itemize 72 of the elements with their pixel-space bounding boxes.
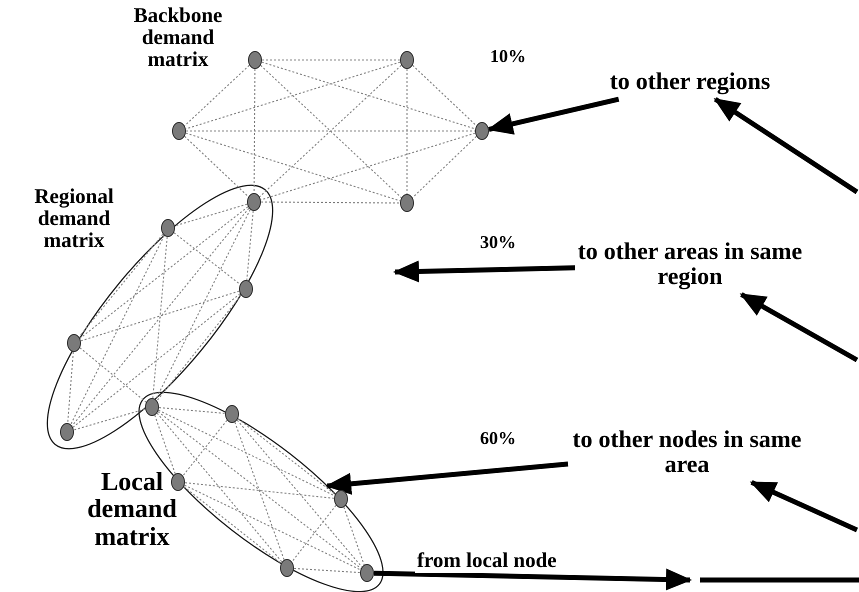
mesh-link — [184, 482, 334, 499]
network-node — [239, 280, 253, 298]
network-node — [280, 559, 294, 577]
mesh-link — [72, 293, 240, 428]
network-node — [247, 193, 261, 211]
mesh-link — [261, 201, 400, 204]
mesh-link — [156, 294, 242, 402]
mesh-link — [234, 422, 285, 560]
mesh-link — [72, 208, 250, 426]
network-node — [161, 219, 175, 237]
network-node — [67, 334, 81, 352]
network-node — [248, 51, 262, 69]
mesh-link — [155, 209, 251, 400]
network-node — [145, 398, 159, 416]
mesh-link — [294, 568, 360, 574]
network-node — [360, 564, 374, 582]
mesh-link — [182, 420, 228, 476]
mesh-link — [186, 130, 475, 132]
mesh-link — [67, 352, 74, 424]
mesh-link — [174, 204, 248, 226]
matrix-label: Regional demand matrix — [33, 185, 115, 252]
matrix-label: Local demand matrix — [86, 468, 178, 550]
mesh-link — [156, 412, 282, 562]
mesh-link — [74, 408, 146, 431]
mesh-link — [246, 210, 254, 280]
mesh-link — [158, 411, 362, 569]
mesh-link — [238, 418, 336, 495]
mesh-link — [412, 64, 477, 126]
mesh-link — [292, 504, 336, 562]
mesh-link — [254, 69, 256, 193]
mesh-link — [406, 69, 408, 194]
mesh-link — [184, 486, 282, 564]
arrow — [486, 96, 620, 135]
mesh-link — [262, 59, 400, 61]
mesh-link — [184, 64, 250, 126]
arrow — [714, 97, 858, 194]
mesh-link — [260, 132, 476, 200]
mesh-link — [80, 290, 240, 342]
mesh-link — [154, 415, 176, 474]
network-node — [225, 405, 239, 423]
mesh-link — [236, 420, 362, 568]
network-node — [172, 122, 186, 140]
network-node — [60, 423, 74, 441]
destination-label: to other regions — [572, 66, 808, 100]
mesh-link — [184, 136, 249, 198]
network-node — [475, 122, 489, 140]
mesh-link — [186, 62, 400, 130]
destination-label: to other nodes in same area — [568, 424, 806, 482]
arrow — [750, 480, 858, 532]
mesh-link — [186, 132, 400, 202]
arrow — [740, 292, 858, 362]
mesh-link — [412, 136, 477, 198]
arrow — [393, 260, 576, 282]
mesh-link — [78, 234, 164, 338]
matrix-label: Backbone demand matrix — [132, 4, 224, 70]
network-node — [400, 51, 414, 69]
network-node — [400, 194, 414, 212]
mesh-link — [158, 410, 335, 496]
mesh-link — [343, 507, 365, 565]
mesh-link — [80, 206, 248, 339]
mesh-link — [262, 62, 476, 130]
arrow — [325, 462, 568, 495]
network-node — [334, 490, 348, 508]
destination-label: to other areas in same region — [575, 236, 805, 294]
network-node — [171, 473, 185, 491]
mesh-link — [152, 236, 168, 398]
mesh-link — [80, 347, 146, 403]
mesh-link — [70, 235, 165, 425]
mesh-link — [184, 484, 361, 570]
arrow — [374, 568, 692, 590]
mesh-link — [174, 232, 240, 285]
mesh-link — [158, 407, 226, 414]
